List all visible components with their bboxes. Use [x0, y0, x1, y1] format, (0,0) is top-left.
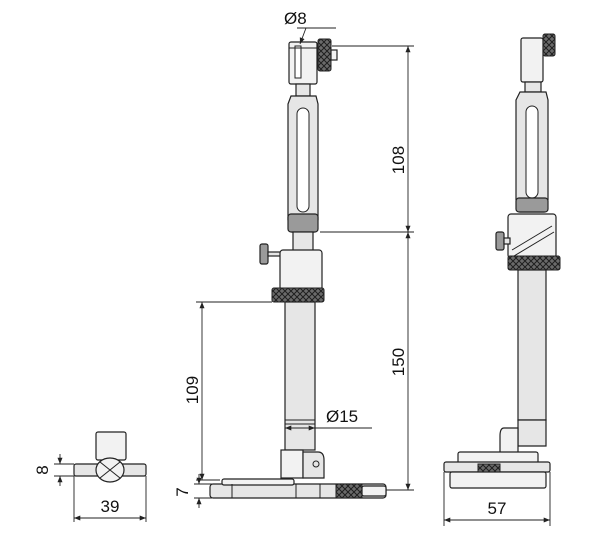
dim-label-8: 8: [33, 465, 52, 474]
side-clamp-block: [507, 213, 557, 259]
end-view: [73, 431, 147, 483]
dim-label-108: 108: [389, 146, 408, 174]
side-lower-shaft: [517, 269, 547, 421]
front-view: [209, 38, 387, 499]
front-lower-shaft: [284, 301, 316, 451]
dim-label-dia-8: Ø8: [284, 9, 307, 28]
front-knurled-ring: [271, 287, 325, 303]
dim-label-dia-15: Ø15: [326, 407, 358, 426]
front-clamp-block: [279, 249, 323, 291]
dim-label-150: 150: [389, 348, 408, 376]
dimension-lines: [54, 27, 551, 526]
dim-label-109: 109: [183, 376, 202, 404]
dim-label-7: 7: [173, 487, 192, 496]
side-view: [443, 33, 561, 489]
dim-label-39: 39: [101, 497, 120, 516]
dim-label-57: 57: [488, 499, 507, 518]
side-knurled-ring: [507, 255, 561, 271]
side-top-cap: [520, 37, 544, 83]
front-clamp-lever: [259, 243, 269, 265]
front-thumb-screw: [317, 38, 332, 72]
